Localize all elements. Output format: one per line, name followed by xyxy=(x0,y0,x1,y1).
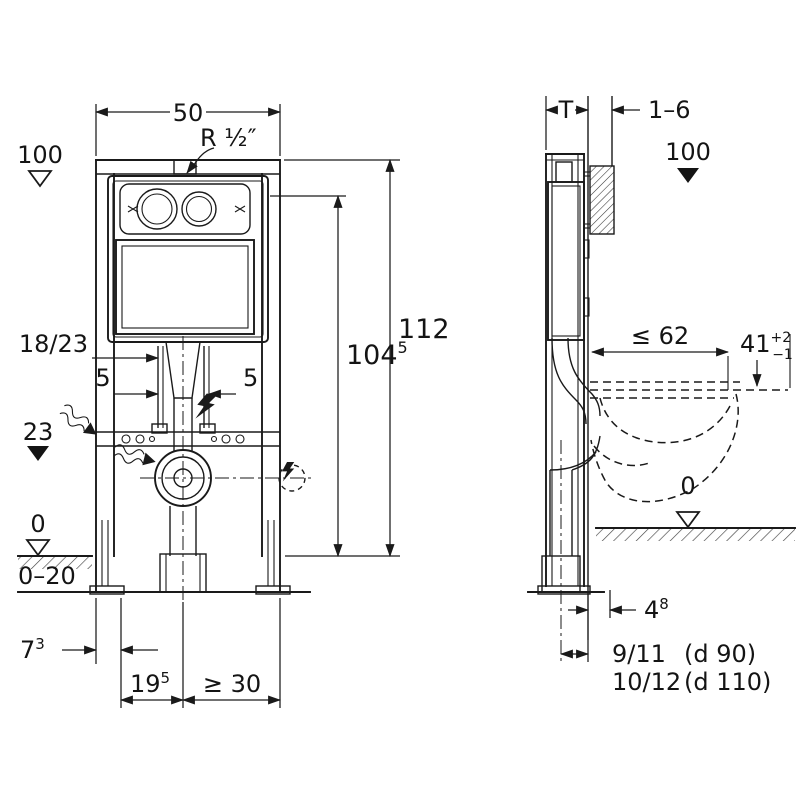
flexible-arrow-lower xyxy=(111,443,159,471)
label-bowl-height-41: 41+2−1 xyxy=(740,330,793,363)
dim-19-5: 195 xyxy=(119,602,185,708)
dim-wall-T: T xyxy=(544,96,590,150)
lightning-icon xyxy=(194,392,217,422)
level-100-side: 100 xyxy=(665,138,711,183)
dim-width-50: 50 xyxy=(94,99,282,156)
filled-triangle-icon xyxy=(27,446,49,461)
label-dim-4-8: 48 xyxy=(644,595,669,624)
flush-pipe xyxy=(165,341,201,452)
plate-mark-right xyxy=(234,205,246,213)
floor-hatch xyxy=(18,557,92,569)
label-outlet-small-d: (d 90) xyxy=(684,640,756,668)
label-outlet-large-d: (d 110) xyxy=(684,668,771,696)
label-level-0-front: 0 xyxy=(30,510,45,538)
label-offset-5-right: 5 xyxy=(243,364,258,392)
label-fixing-18-23: 18/23 xyxy=(19,330,88,358)
water-connection-callout: R ½″ xyxy=(186,124,257,174)
filled-triangle-icon xyxy=(677,168,699,183)
outlet-bend-side xyxy=(527,435,605,593)
label-wall-T: T xyxy=(558,96,574,124)
dim-fixing-18-23: 18/23 xyxy=(19,330,160,363)
label-level-23: 23 xyxy=(23,418,54,446)
label-dim-19-5: 195 xyxy=(130,669,170,698)
bolt-row xyxy=(121,434,245,444)
label-outlet-small: 9/11 xyxy=(612,640,666,668)
level-0-front: 0 xyxy=(25,510,51,557)
dim-height-104-5: 1045 xyxy=(270,194,408,558)
level-0-side: 0 xyxy=(595,472,796,541)
flush-bend-side xyxy=(551,337,601,425)
flexible-arrow-upper xyxy=(56,402,102,442)
dim-4-8: 48 xyxy=(568,590,669,624)
label-finish-1-6: 1–6 xyxy=(648,96,691,124)
flush-plate-side xyxy=(584,165,615,235)
label-water-connection: R ½″ xyxy=(200,124,257,152)
dim-outlet-offset: 9/11 (d 90) 10/12 (d 110) xyxy=(559,440,771,696)
dim-offset-5-left: 5 xyxy=(95,364,160,399)
label-height-112: 112 xyxy=(398,314,450,345)
floor-hatch-side xyxy=(596,529,795,541)
level-23: 23 xyxy=(23,418,54,461)
supply-stub-side xyxy=(555,161,573,183)
side-view: T 1–6 xyxy=(527,96,796,696)
label-level-100-front: 100 xyxy=(17,141,63,169)
cistern-profile xyxy=(547,181,585,341)
label-width-50: 50 xyxy=(173,99,204,127)
dim-min-30: ≥ 30 xyxy=(181,598,282,708)
cistern xyxy=(107,175,269,343)
access-opening xyxy=(115,239,255,335)
level-100-front: 100 xyxy=(17,141,63,188)
dim-finish-1-6: 1–6 xyxy=(610,96,691,124)
dim-bowl-height-41: 41+2−1 xyxy=(740,330,793,388)
dim-depth-62: ≤ 62 xyxy=(590,322,730,390)
mounting-frame xyxy=(89,159,291,595)
floor-lines xyxy=(17,555,311,593)
open-triangle-icon xyxy=(675,511,701,529)
label-outlet-large: 10/12 xyxy=(612,668,681,696)
label-level-0-side: 0 xyxy=(680,472,695,500)
drain-bend xyxy=(140,336,312,600)
open-triangle-icon xyxy=(25,539,51,557)
label-dim-7-3: 73 xyxy=(20,635,45,664)
flush-actuator-plate xyxy=(119,183,251,235)
label-offset-5-left: 5 xyxy=(95,364,110,392)
label-dim-min-30: ≥ 30 xyxy=(203,670,261,698)
plate-mark-left xyxy=(127,205,139,213)
open-triangle-icon xyxy=(27,170,53,188)
label-depth-62: ≤ 62 xyxy=(631,322,689,350)
dim-7-3: 73 xyxy=(20,598,158,708)
dim-offset-5-right: 5 xyxy=(207,364,258,399)
wc-bowl-dashed xyxy=(590,381,788,503)
label-height-104-5: 1045 xyxy=(346,338,408,371)
lightning-icon-2 xyxy=(282,462,295,482)
label-level-100-side: 100 xyxy=(665,138,711,166)
label-floor-buildup: 0–20 xyxy=(18,562,76,590)
mains-connection xyxy=(278,462,306,492)
frame-profile xyxy=(537,153,591,595)
front-view: 50 R ½″ 100 112 1045 18/23 5 xyxy=(17,99,450,708)
